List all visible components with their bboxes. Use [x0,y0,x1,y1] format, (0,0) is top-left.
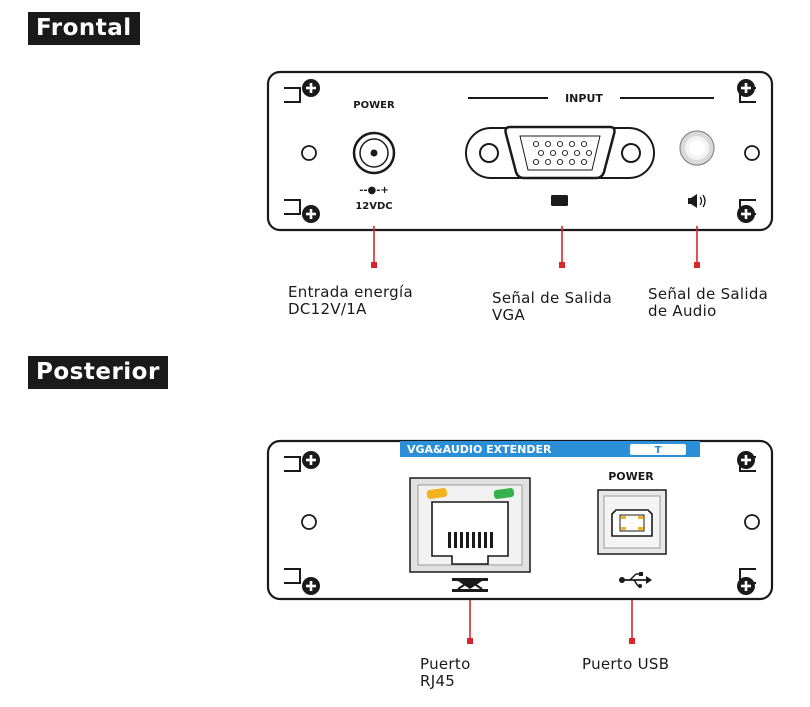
callout-power-input: Entrada energía DC12V/1A [288,284,413,318]
leader-rj45-dot [467,638,473,644]
callout-rj45-line2: RJ45 [420,672,456,690]
banner-text: VGA&AUDIO EXTENDER [407,443,552,456]
callout-power-input-line1: Entrada energía [288,283,413,301]
front-leader-lines [371,226,700,268]
callout-vga-out: Señal de Salida VGA [492,290,612,324]
front-left-bracket [284,87,301,215]
rj45-led-green [493,488,515,499]
dc-power-jack [352,131,396,175]
rear-screw-tl [302,451,320,469]
voltage-label: 12VDC [355,201,392,212]
callout-power-input-line2: DC12V/1A [288,300,367,318]
rear-section-title: Posterior [28,356,168,389]
leader-audio-dot [694,262,700,268]
rj45-led-yellow [426,488,448,499]
usb-icon [619,572,652,588]
rear-screw-bl [302,577,320,595]
front-power-label: POWER [353,100,395,111]
callout-audio-out-line2: de Audio [648,302,717,320]
callout-vga-out-line2: VGA [492,306,526,324]
speaker-icon [688,194,706,208]
monitor-icon [551,195,568,206]
rear-power-label: POWER [608,470,654,483]
usb-b-port [597,489,667,555]
callout-usb: Puerto USB [582,656,669,673]
front-screw-tl [302,79,320,97]
rear-screw-br [737,577,755,595]
leader-usb-dot [629,638,635,644]
rear-leader-lines [467,600,635,644]
callout-rj45-line1: Puerto [420,655,471,673]
callout-usb-line1: Puerto USB [582,655,670,673]
front-screw-tr [737,79,755,97]
leader-power-dot [371,262,377,268]
rear-right-hole [744,514,760,530]
polarity-symbol: --●-+ [359,185,389,196]
leader-vga-dot [559,262,565,268]
rj45-port [409,477,531,573]
front-left-hole [301,145,317,161]
callout-audio-out-line1: Señal de Salida [648,285,769,303]
callout-audio-out: Señal de Salida de Audio [648,286,768,320]
input-label: INPUT [565,92,603,105]
extender-banner: VGA&AUDIO EXTENDER T [400,441,700,457]
callout-rj45: Puerto RJ45 [420,656,471,690]
rear-left-hole [301,514,317,530]
vga-connector [465,125,655,180]
banner-tag: T [655,445,662,456]
rear-left-bracket [284,456,301,584]
callout-vga-out-line1: Señal de Salida [492,289,613,307]
rear-panel: VGA&AUDIO EXTENDER T POWER [266,439,774,601]
front-screw-br [737,205,755,223]
front-panel: POWER --●-+ 12VDC INPUT [266,70,774,232]
network-icon [452,578,488,592]
audio-jack [679,130,715,166]
front-screw-bl [302,205,320,223]
rear-screw-tr [737,451,755,469]
front-section-title: Frontal [28,12,140,45]
front-right-hole [744,145,760,161]
